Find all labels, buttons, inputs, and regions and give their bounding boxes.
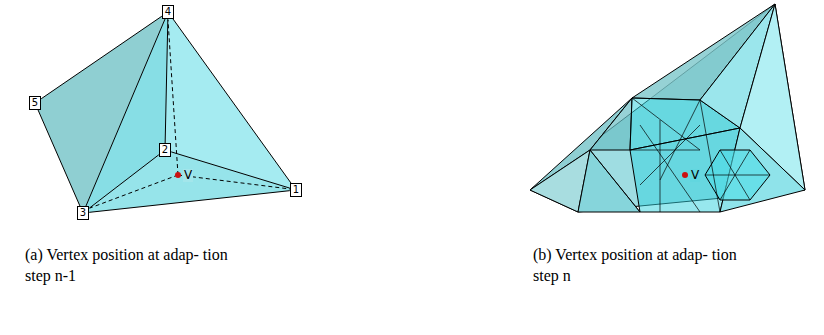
vertex-number: 5 (32, 97, 38, 108)
tetrahedron-a (35, 12, 296, 213)
mesh-line (705, 175, 770, 176)
tetrahedron-edge (41, 16, 162, 99)
mesh-cell (590, 98, 632, 150)
mesh-line (700, 100, 720, 212)
subfigure-caption: (a) Vertex position at adap- tion step n… (25, 244, 250, 286)
subfigure-caption: (b) Vertex position at adap- tion step n (533, 244, 758, 286)
tetrahedron-edge (165, 19, 168, 143)
dashed-line (90, 175, 178, 208)
tetrahedron-edge (173, 19, 291, 183)
tetrahedron-edge (171, 152, 290, 188)
mesh-line (590, 150, 640, 212)
mesh-cell (705, 150, 770, 200)
tetrahedron-edge (38, 110, 80, 206)
mesh-cell (578, 150, 640, 212)
tetrahedron-edge (89, 191, 290, 213)
vertex-number-box: 4 (162, 5, 174, 19)
vertex-dot (175, 172, 181, 178)
vertex-number-box: 1 (290, 183, 302, 197)
vertex-number-box: 3 (77, 206, 89, 220)
tetrahedron-edge (89, 155, 159, 208)
dashed-line (178, 175, 290, 189)
vertex-number: 1 (293, 184, 299, 195)
mesh-outline (530, 4, 805, 212)
vertex-number-box: 2 (159, 143, 171, 157)
face (83, 12, 296, 213)
mesh-line (632, 98, 700, 150)
mesh-line (640, 125, 700, 185)
tetrahedron-edge (86, 19, 165, 206)
vertex-number-box: 5 (29, 96, 41, 110)
vertex-label: V (690, 169, 700, 182)
vertex-number: 2 (162, 144, 168, 155)
vertex-number: 4 (165, 6, 171, 17)
mesh-line (660, 100, 700, 180)
mesh-b (530, 4, 805, 212)
mesh-line (630, 150, 700, 151)
vertex-dot (682, 172, 688, 178)
mesh-line (640, 125, 700, 212)
vertex-label: V (183, 169, 193, 182)
mesh-line (660, 120, 661, 212)
vertex-number: 3 (80, 207, 86, 218)
